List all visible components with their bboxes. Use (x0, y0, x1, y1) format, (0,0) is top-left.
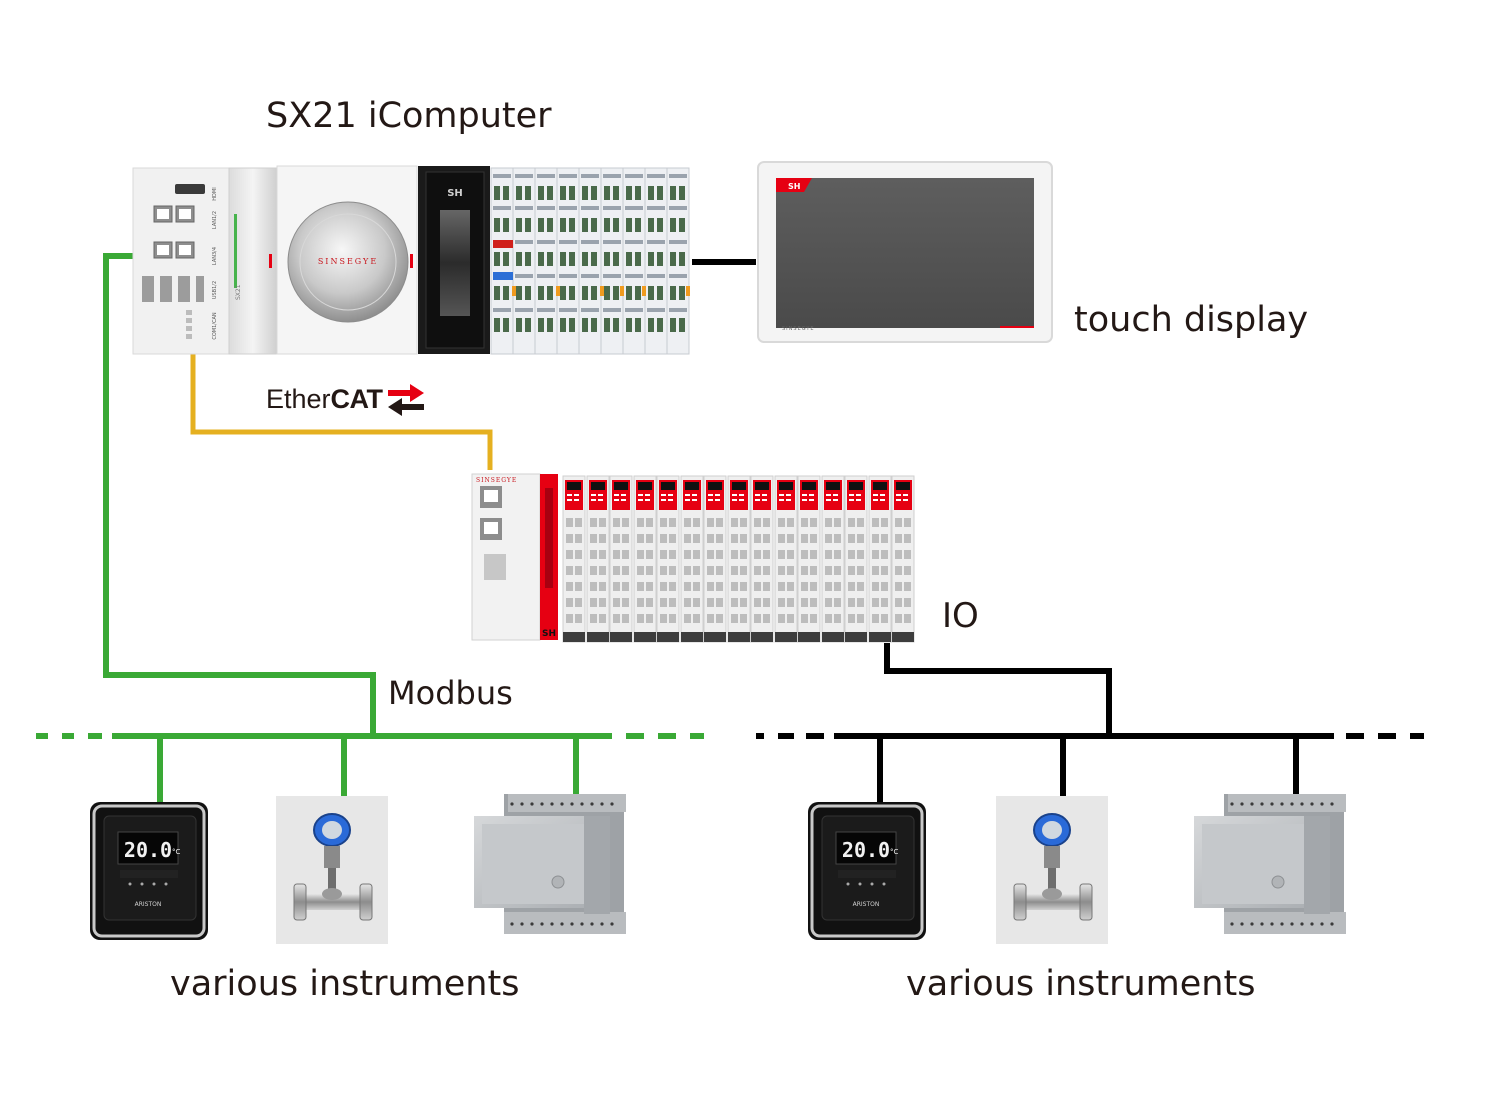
instruments-left-label: various instruments (170, 964, 520, 1004)
ethercat-logo: EtherCAT (266, 384, 383, 415)
io-label: IO (942, 596, 979, 636)
bidirectional-arrows-icon (388, 384, 424, 416)
display-brand: SINSEGYE (782, 326, 815, 332)
model-label: SX21 (235, 284, 242, 300)
computer-label: SX21 iComputer (266, 96, 552, 136)
flowmeter-left (275, 795, 389, 945)
modbus-label: Modbus (388, 674, 513, 712)
thermostat-right: 20.0 °C ARISTON (806, 800, 928, 942)
port-label-usb12: USB1/2 (212, 281, 218, 299)
flowmeter-right (995, 795, 1109, 945)
controller-brand: SINSEGYE (318, 257, 378, 266)
io-bus (756, 733, 1424, 804)
thermostat-right-brand: ARISTON (853, 901, 880, 908)
io-logo: SH (542, 629, 556, 639)
touch-display-label: touch display (1074, 300, 1309, 340)
controller-logo: SH (447, 188, 463, 199)
din-module-right (1193, 793, 1347, 935)
io-cable (884, 643, 1112, 736)
port-label-lan34: LAN3/4 (212, 247, 218, 265)
touch-display-device: SH SINSEGYE (757, 161, 1053, 343)
thermostat-left-reading: 20.0 (124, 838, 172, 862)
thermostat-right-unit: °C (890, 848, 899, 856)
ethercat-logo-prefix: Ether (266, 384, 331, 414)
thermostat-left-brand: ARISTON (135, 901, 162, 908)
port-label-com: COM1/CAN (212, 312, 218, 340)
thermostat-left: 20.0 °C ARISTON (88, 800, 210, 942)
io-brand: SINSEGYE (476, 477, 517, 484)
instruments-right-label: various instruments (906, 964, 1256, 1004)
din-module-left (473, 793, 627, 935)
port-label-lan12: LAN1/2 (212, 211, 218, 229)
ethercat-logo-suffix: CAT (330, 384, 384, 414)
port-label-hdmi: HDMI (212, 187, 218, 200)
modbus-cable (103, 253, 376, 736)
display-logo: SH (788, 182, 800, 191)
thermostat-right-reading: 20.0 (842, 838, 890, 862)
modbus-bus (36, 733, 704, 804)
io-rack: SINSEGYE SH (471, 473, 915, 643)
sx21-icomputer: HDMI LAN1/2 LAN3/4 USB1/2 COM1/CAN SX21 … (132, 165, 690, 355)
thermostat-left-unit: °C (172, 848, 181, 856)
